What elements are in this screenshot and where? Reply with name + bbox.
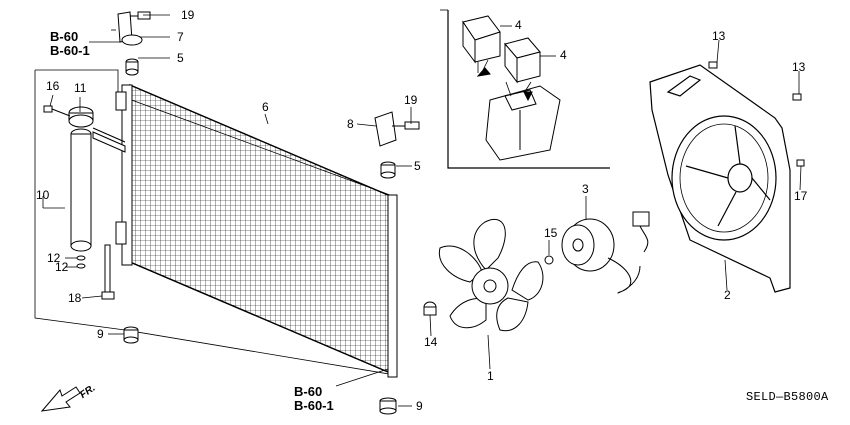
callout-12-lower: 12	[55, 260, 69, 274]
condenser	[92, 83, 398, 378]
callout-10: 10	[36, 188, 50, 202]
front-arrow	[40, 386, 81, 412]
callout-2: 2	[724, 288, 731, 302]
callout-18: 18	[68, 291, 82, 305]
fan-shroud	[649, 64, 791, 293]
bolts	[43, 105, 115, 300]
callout-16: 16	[46, 79, 60, 93]
callout-19-top: 19	[181, 8, 195, 22]
relays	[462, 15, 561, 161]
nuts	[423, 255, 554, 316]
callout-3: 3	[582, 182, 589, 196]
callout-17: 17	[794, 189, 808, 203]
callout-14: 14	[424, 335, 438, 349]
callout-19-side: 19	[404, 93, 418, 107]
receiver-dryer	[68, 106, 94, 269]
callout-4-lower: 4	[560, 48, 567, 62]
upper-bracket	[117, 11, 151, 46]
leader-lines	[42, 14, 802, 407]
callout-8: 8	[347, 117, 354, 131]
fan-blade	[438, 219, 544, 332]
relay-inset	[440, 9, 610, 169]
ref-b60-1-top: B-60-1	[50, 43, 90, 58]
mount-cushions	[123, 58, 397, 415]
ref-b60-1-bottom: B-60-1	[294, 398, 334, 413]
fan-motor	[561, 211, 650, 294]
relay-arrows	[476, 67, 533, 102]
shroud-bolts	[708, 61, 805, 167]
callout-13-upper: 13	[712, 29, 726, 43]
ref-b60-bottom: B-60	[294, 384, 323, 399]
callout-15: 15	[544, 226, 558, 240]
callout-4-upper: 4	[515, 18, 522, 32]
callout-11: 11	[74, 81, 87, 95]
callout-9-right: 9	[416, 399, 423, 413]
callout-7: 7	[177, 30, 184, 44]
callout-6: 6	[262, 100, 269, 114]
side-bracket	[374, 111, 420, 147]
callout-13-right: 13	[792, 60, 806, 74]
diagram-code: SELD—B5800A	[746, 390, 829, 404]
callout-5-top: 5	[177, 51, 184, 65]
ref-b60-top: B-60	[50, 29, 79, 44]
callout-5-side: 5	[414, 159, 421, 173]
callout-1: 1	[487, 369, 494, 383]
callout-12-upper: 12	[47, 251, 61, 265]
callout-9-left: 9	[97, 327, 104, 341]
